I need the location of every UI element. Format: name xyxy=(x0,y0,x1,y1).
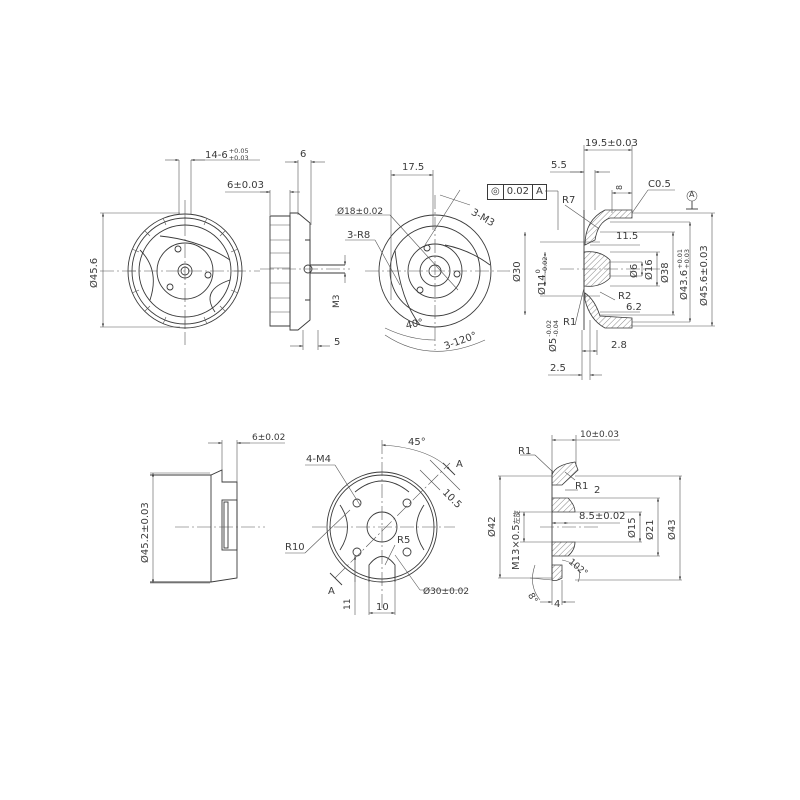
stator-section-base-4: 4 xyxy=(554,599,561,610)
dia-5: Ø5-0.02-0.04 xyxy=(545,319,560,352)
section-r1: R1 xyxy=(563,317,577,328)
datum-a-label: A xyxy=(689,190,695,199)
rotor-side-view xyxy=(225,160,350,350)
concentricity-icon: ◎ xyxy=(488,185,504,199)
stator-section-dia-42: Ø42 xyxy=(487,516,498,537)
stator-angle-45: 45° xyxy=(408,437,426,448)
section-a-bottom: A xyxy=(328,586,335,597)
stator-section-dia-15: Ø15 xyxy=(627,517,638,538)
rotor-outer-dia: Ø45.6 xyxy=(89,257,100,288)
stator-section-step-2: 2 xyxy=(594,485,601,496)
stator-section-thread: M13×0.5左旋 xyxy=(511,510,522,570)
stator-section-width: 10±0.03 xyxy=(580,430,620,440)
rotor-width-mid: 6±0.03 xyxy=(227,180,265,191)
rotor-width-top: 6 xyxy=(300,149,307,160)
dia-43-6: Ø43.6+0.01+0.03 xyxy=(676,248,691,300)
rotor-thread: M3 xyxy=(332,294,342,309)
rotor-bottom-dim: 5 xyxy=(334,337,341,348)
stator-bore: Ø30±0.02 xyxy=(423,587,470,597)
dia-6: Ø6 xyxy=(629,263,640,278)
section-step-dim: 5.5 xyxy=(551,160,567,171)
bore-dia-dim: Ø18±0.02 xyxy=(337,207,384,217)
stator-r10: R10 xyxy=(285,542,305,553)
stator-side-view xyxy=(150,440,285,584)
feature-control-frame: ◎ 0.02 A xyxy=(487,184,547,200)
stator-section-depth: 8.5±0.02 xyxy=(579,511,626,522)
rotor-front-view xyxy=(100,158,260,345)
section-len-6-2: 6.2 xyxy=(626,302,642,313)
stator-section-r1-inner: R1 xyxy=(575,481,589,492)
stator-height-11: 11 xyxy=(343,598,353,610)
section-chamfer: C0.5 xyxy=(648,179,671,190)
rotor-back-view xyxy=(335,170,510,352)
magnet-slot-dim: 14-6+0.05+0.03 xyxy=(205,147,249,162)
dia-16: Ø16 xyxy=(644,259,655,280)
section-len-2-5: 2.5 xyxy=(550,363,566,374)
section-r7: R7 xyxy=(562,195,576,206)
stator-section-view xyxy=(498,435,682,605)
back-offset-dim: 17.5 xyxy=(402,162,425,173)
dia-38: Ø38 xyxy=(660,262,671,283)
stator-holes-m4: 4-M4 xyxy=(306,454,331,465)
section-r2: R2 xyxy=(618,291,632,302)
section-a-top: A xyxy=(456,459,463,470)
stator-section-dia-43: Ø43 xyxy=(667,519,678,540)
section-inner-len: 11.5 xyxy=(616,231,639,242)
stator-section-r1-top: R1 xyxy=(518,446,532,457)
rotor-section-view xyxy=(523,145,715,380)
section-len-2-8: 2.8 xyxy=(611,340,627,351)
section-total-len: 19.5±0.03 xyxy=(585,138,638,149)
stator-width-10: 10 xyxy=(376,602,389,613)
stator-front-view xyxy=(285,440,465,615)
stator-dia: Ø45.2±0.03 xyxy=(140,502,151,563)
stator-width: 6±0.02 xyxy=(252,433,286,443)
stator-section-dia-21: Ø21 xyxy=(645,519,656,540)
stator-r5: R5 xyxy=(397,535,411,546)
radius-r8-dim: 3-R8 xyxy=(347,230,371,241)
dia-45-6: Ø45.6±0.03 xyxy=(699,245,710,306)
dia-30: Ø30 xyxy=(512,261,523,282)
section-lip-dim: 8 xyxy=(615,184,624,190)
